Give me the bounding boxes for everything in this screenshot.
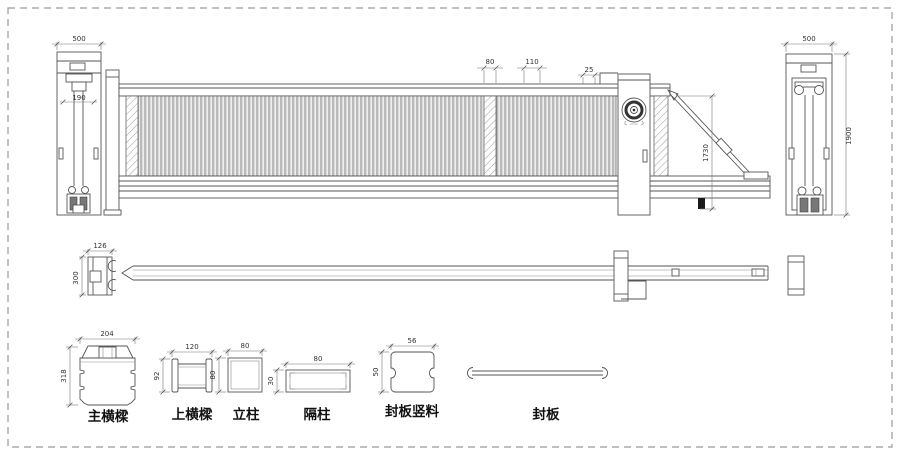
- profile-spacer: 80 30 隔柱: [267, 355, 355, 423]
- dim-left-post-shaft: 190: [60, 94, 97, 105]
- dim-picket-spacing: 110: [517, 58, 547, 83]
- profile-label-top-beam: 上横樑: [172, 406, 213, 423]
- svg-text:500: 500: [802, 35, 815, 43]
- right-post: [785, 53, 833, 216]
- dim-seal-vertical-height: 50: [372, 349, 389, 395]
- dim-end-cap-width: 126: [83, 242, 117, 255]
- dim-brace-height: 1730: [678, 93, 716, 212]
- svg-text:80: 80: [314, 355, 323, 363]
- svg-text:204: 204: [100, 330, 114, 338]
- page-border: [7, 7, 893, 448]
- svg-text:1900: 1900: [845, 127, 853, 145]
- dim-spacer-width: 80: [281, 355, 355, 368]
- dim-panel-gap: 25: [578, 66, 600, 84]
- profile-label-column: 立柱: [233, 406, 260, 423]
- dim-spacer-height: 30: [267, 367, 284, 395]
- motor-emblem: [621, 97, 647, 126]
- svg-text:500: 500: [72, 35, 85, 43]
- dim-end-cap-depth: 300: [72, 254, 86, 298]
- picket-infill: [137, 95, 617, 177]
- dim-main-beam-height: 318: [60, 344, 78, 408]
- profile-label-spacer: 隔柱: [304, 406, 331, 423]
- plan-gate-rail: [121, 265, 769, 281]
- dim-left-post-width: 500: [52, 35, 106, 50]
- svg-text:318: 318: [60, 369, 68, 382]
- dim-column-height: 80: [209, 355, 226, 395]
- svg-text:126: 126: [93, 242, 107, 250]
- svg-text:30: 30: [267, 377, 275, 386]
- drive-column: [599, 72, 651, 216]
- elevation-view: 500 190: [52, 35, 853, 218]
- profile-label-main-beam: 主横樑: [88, 408, 129, 425]
- diagonal-brace: [666, 89, 769, 180]
- profile-label-seal-vertical: 封板竖料: [385, 403, 439, 420]
- dim-seal-vertical-width: 56: [386, 337, 439, 350]
- dim-infill-width: 80: [477, 58, 503, 83]
- svg-text:110: 110: [525, 58, 538, 66]
- dim-right-post-width: 500: [781, 35, 837, 52]
- left-post: [56, 51, 102, 216]
- profile-main-beam: 204 318 主横樑: [60, 330, 140, 425]
- svg-text:80: 80: [486, 58, 495, 66]
- profile-column: 80 80 立柱: [209, 342, 267, 423]
- svg-text:80: 80: [241, 342, 250, 350]
- dim-column-width: 80: [223, 342, 267, 356]
- svg-text:50: 50: [372, 368, 380, 377]
- plan-view: 126 300: [72, 242, 805, 302]
- ground-stop: [698, 198, 705, 209]
- svg-text:56: 56: [408, 337, 417, 345]
- plan-end-cap: [87, 256, 117, 296]
- svg-text:1730: 1730: [702, 144, 710, 162]
- profile-seal-plate: 封板: [467, 367, 608, 423]
- dim-main-beam-width: 204: [75, 330, 140, 344]
- plan-right-post: [787, 255, 805, 296]
- gate-leading-frame: [103, 69, 122, 216]
- dim-top-beam-width: 120: [167, 343, 217, 357]
- profile-label-seal-plate: 封板: [533, 406, 561, 423]
- gate-leaf: [118, 83, 771, 209]
- dim-top-beam-height: 92: [153, 356, 170, 395]
- profile-sections: 204 318 主横樑 120: [60, 330, 608, 425]
- svg-text:80: 80: [209, 371, 217, 380]
- svg-text:120: 120: [185, 343, 198, 351]
- svg-text:25: 25: [585, 66, 594, 74]
- svg-text:92: 92: [153, 372, 161, 381]
- dim-right-post-height: 1900: [834, 51, 853, 218]
- svg-text:300: 300: [72, 271, 80, 284]
- svg-text:190: 190: [72, 94, 85, 102]
- plan-drive-column: [613, 250, 647, 302]
- profile-top-beam: 120 92 上横樑: [153, 343, 217, 423]
- profile-seal-vertical: 56 50 封板竖料: [372, 337, 439, 420]
